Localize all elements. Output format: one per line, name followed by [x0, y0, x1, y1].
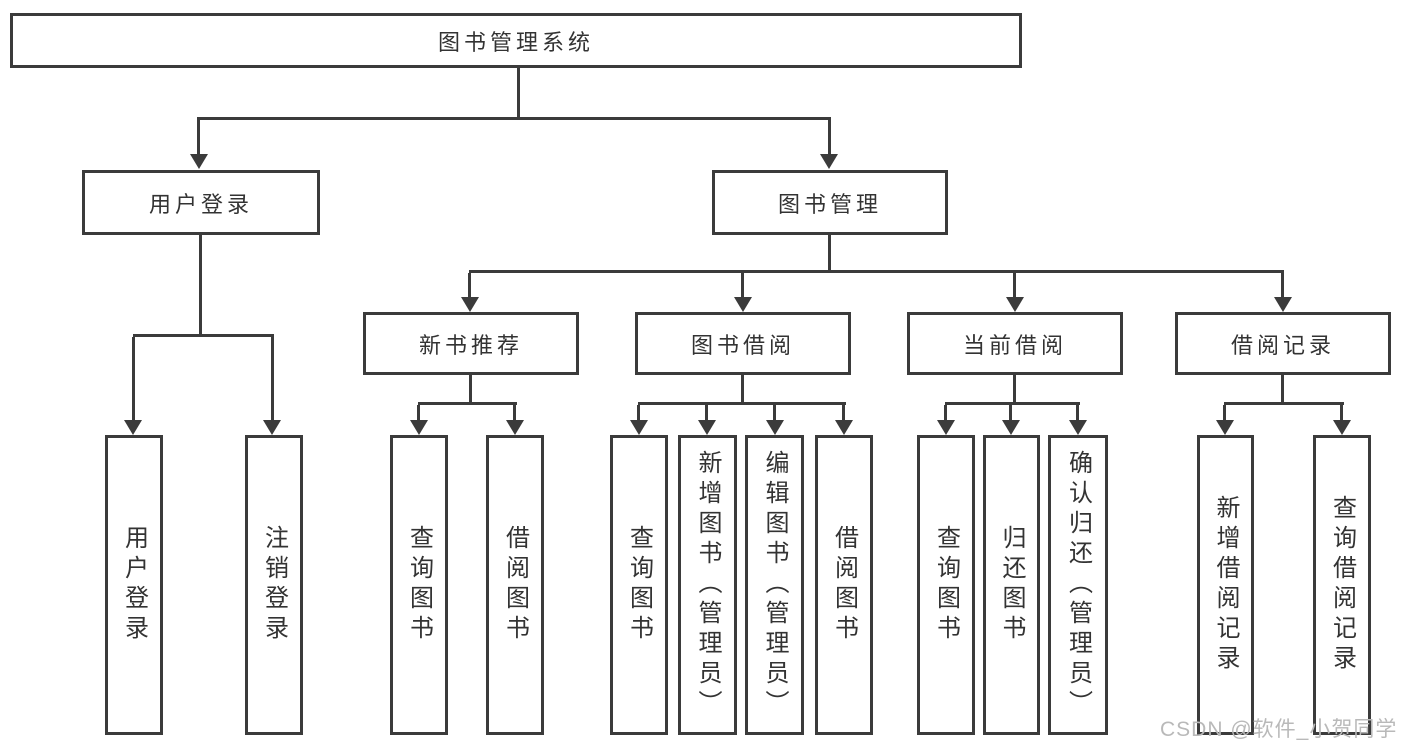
connector-user-login-stem — [199, 235, 202, 336]
connector-leaf-stem — [1340, 405, 1343, 421]
node-root: 图书管理系统 — [10, 13, 1022, 68]
leaf-current-return: 归还图书 — [983, 435, 1040, 735]
leaf-current-query: 查询图书 — [917, 435, 975, 735]
connector-leaf-stem — [513, 405, 516, 421]
connector-leaf-stem — [773, 405, 776, 421]
connector-borrow-record-stem — [1281, 375, 1284, 404]
connector-leaf-stem — [417, 405, 420, 421]
connector-root-stem — [517, 68, 520, 119]
connector-book-borrow-stem — [741, 375, 744, 404]
arrowhead-down-icon — [766, 420, 784, 435]
leaf-borrow-add-admin: 新增图书（管理员） — [678, 435, 737, 735]
node-borrow-record: 借阅记录 — [1175, 312, 1391, 375]
node-new-book: 新书推荐 — [363, 312, 579, 375]
arrowhead-down-icon — [1274, 297, 1292, 312]
connector-leaf-stem — [1009, 405, 1012, 421]
arrowhead-down-icon — [734, 297, 752, 312]
csdn-watermark: CSDN @软件_小贺同学 — [1160, 718, 1398, 741]
connector-to-leaf-user-login — [132, 337, 135, 421]
connector-leaf-stem — [842, 405, 845, 421]
connector-leaf-stem — [637, 405, 640, 421]
connector-leaf-stem — [705, 405, 708, 421]
arrowhead-down-icon — [698, 420, 716, 435]
connector-to-book-borrow — [741, 273, 744, 298]
connector-to-book-mgmt — [828, 120, 831, 154]
connector-borrow-record-bar — [1224, 402, 1344, 405]
connector-leaf-stem — [1076, 405, 1079, 421]
connector-book-mgmt-stem — [828, 235, 831, 272]
arrowhead-down-icon — [506, 420, 524, 435]
connector-current-borrow-stem — [1013, 375, 1016, 404]
connector-to-leaf-logout — [271, 337, 274, 421]
connector-new-book-stem — [469, 375, 472, 404]
leaf-record-query: 查询借阅记录 — [1313, 435, 1371, 735]
arrowhead-down-icon — [1069, 420, 1087, 435]
connector-new-book-bar — [418, 402, 517, 405]
leaf-current-confirm-admin: 确认归还（管理员） — [1048, 435, 1108, 735]
connector-leaf-stem — [1223, 405, 1226, 421]
arrowhead-down-icon — [263, 420, 281, 435]
arrowhead-down-icon — [1006, 297, 1024, 312]
connector-to-current-borrow — [1013, 273, 1016, 298]
leaf-newbook-query: 查询图书 — [390, 435, 448, 735]
arrowhead-down-icon — [1333, 420, 1351, 435]
connector-current-borrow-bar — [945, 402, 1080, 405]
leaf-borrow-edit-admin: 编辑图书（管理员） — [745, 435, 804, 735]
node-book-mgmt: 图书管理 — [712, 170, 948, 235]
leaf-newbook-borrow: 借阅图书 — [486, 435, 544, 735]
arrowhead-down-icon — [630, 420, 648, 435]
arrowhead-down-icon — [820, 154, 838, 169]
connector-to-new-book — [468, 273, 471, 298]
arrowhead-down-icon — [190, 154, 208, 169]
node-user-login: 用户登录 — [82, 170, 320, 235]
arrowhead-down-icon — [937, 420, 955, 435]
connector-level1-bar — [197, 117, 831, 120]
arrowhead-down-icon — [124, 420, 142, 435]
arrowhead-down-icon — [1002, 420, 1020, 435]
arrowhead-down-icon — [461, 297, 479, 312]
leaf-logout: 注销登录 — [245, 435, 303, 735]
node-current-borrow: 当前借阅 — [907, 312, 1123, 375]
connector-leaf-stem — [944, 405, 947, 421]
connector-to-borrow-record — [1281, 273, 1284, 298]
leaf-record-add: 新增借阅记录 — [1197, 435, 1254, 735]
arrowhead-down-icon — [835, 420, 853, 435]
connector-to-user-login — [197, 120, 200, 154]
arrowhead-down-icon — [410, 420, 428, 435]
connector-level3-bar — [469, 270, 1284, 273]
leaf-borrow-borrow: 借阅图书 — [815, 435, 873, 735]
leaf-borrow-query: 查询图书 — [610, 435, 668, 735]
connector-user-login-bar — [133, 334, 274, 337]
leaf-user-login: 用户登录 — [105, 435, 163, 735]
arrowhead-down-icon — [1216, 420, 1234, 435]
node-book-borrow: 图书借阅 — [635, 312, 851, 375]
connector-book-borrow-bar — [638, 402, 846, 405]
